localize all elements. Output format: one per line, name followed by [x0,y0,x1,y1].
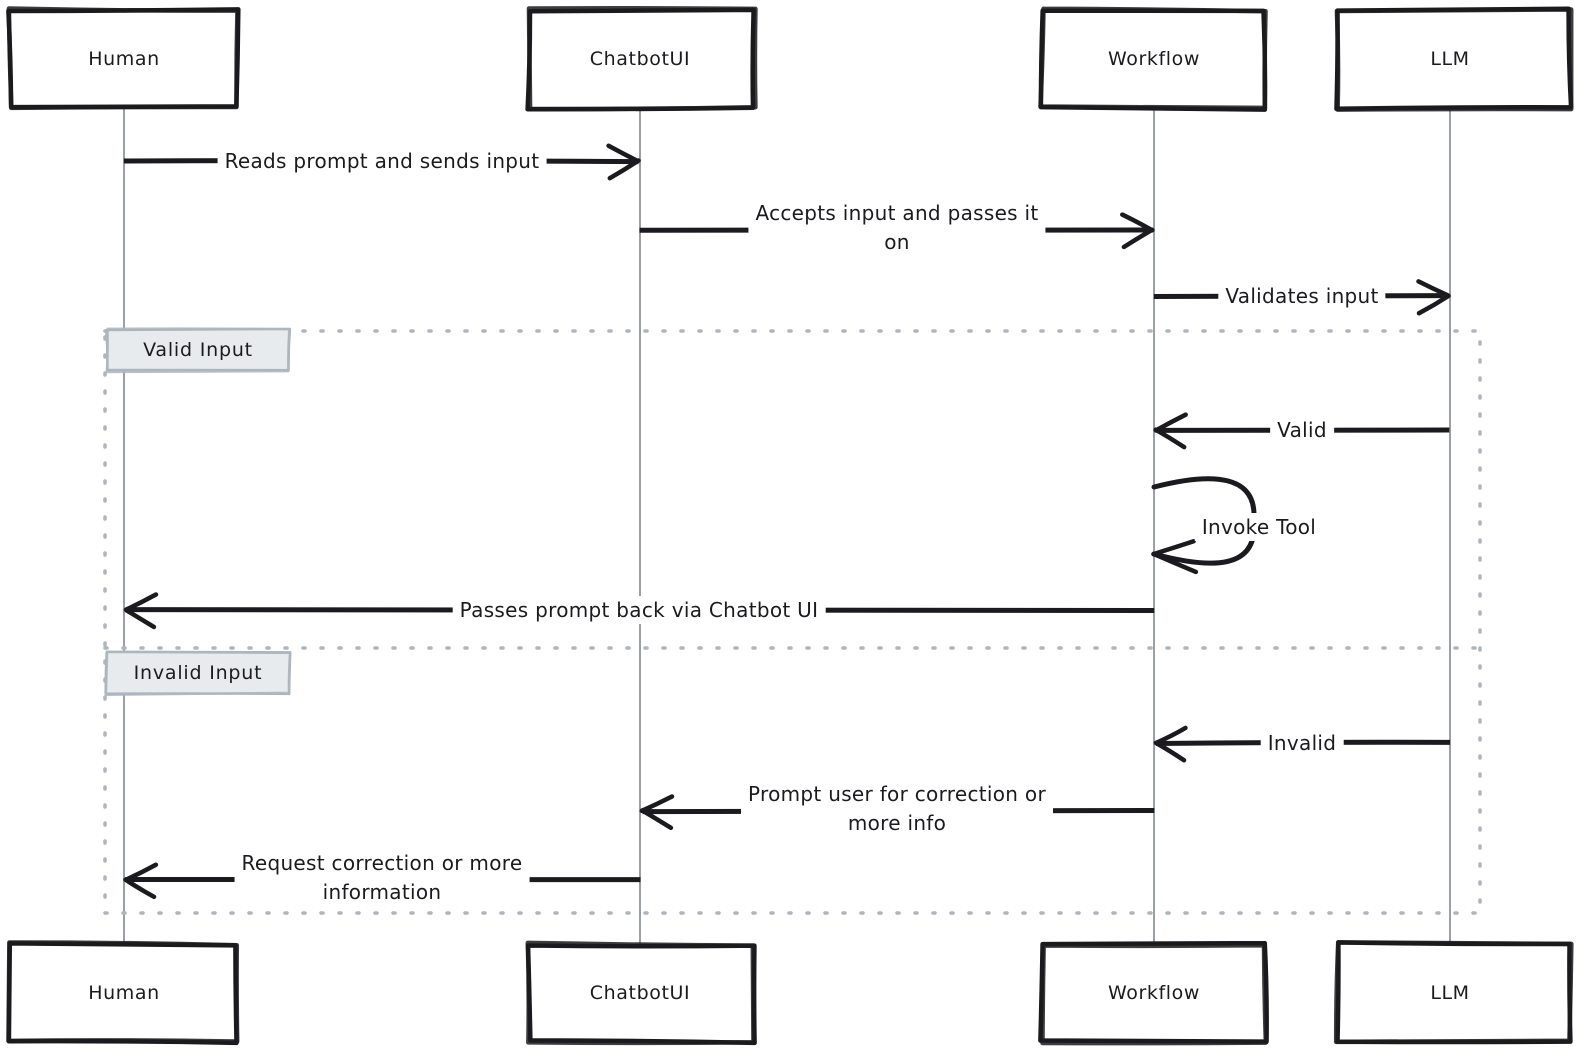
self-loop-upper [1151,476,1257,518]
actor-box-top-chatbotui[interactable] [525,6,758,112]
arrow-head-stroke [1153,427,1187,450]
arrow-head-stroke [1416,293,1451,316]
actor-box-bottom-chatbotui[interactable] [525,940,757,1046]
arrow-head-stroke [640,808,674,831]
arrow-head-stroke [124,862,159,882]
arrow-head-stroke [1121,227,1155,250]
message-shaft-m3 [1153,293,1448,299]
arrow-head-stroke [123,877,157,900]
group-label-box-valid[interactable] [105,327,292,374]
message-shaft-m6 [126,607,1155,614]
actor-box-bottom-workflow[interactable] [1038,940,1269,1046]
self-loop-arrow-head [1151,551,1199,575]
group-frame [103,329,1482,915]
message-shaft-m8 [642,807,1155,815]
self-loop-lower [1151,521,1257,566]
message-shaft-m7 [1155,739,1451,746]
arrow-head-stroke [1153,725,1188,746]
arrow-head-stroke [123,592,159,612]
arrow-head-stroke [124,608,157,630]
actor-box-top-llm[interactable] [1334,6,1574,112]
self-loop-arrow-head [1151,539,1196,557]
arrow-head-stroke [1153,740,1187,763]
actor-box-bottom-llm[interactable] [1333,940,1574,1045]
arrow-head-stroke [1416,279,1451,298]
group-label-box-invalid[interactable] [104,650,292,696]
arrow-head-stroke [639,794,675,814]
arrow-head-stroke [606,143,640,164]
actor-box-bottom-human[interactable] [6,940,240,1046]
actor-box-top-workflow[interactable] [1038,6,1268,112]
message-shaft-m1 [123,158,639,165]
arrow-head-stroke [607,158,641,181]
actor-box-top-human[interactable] [6,6,241,111]
